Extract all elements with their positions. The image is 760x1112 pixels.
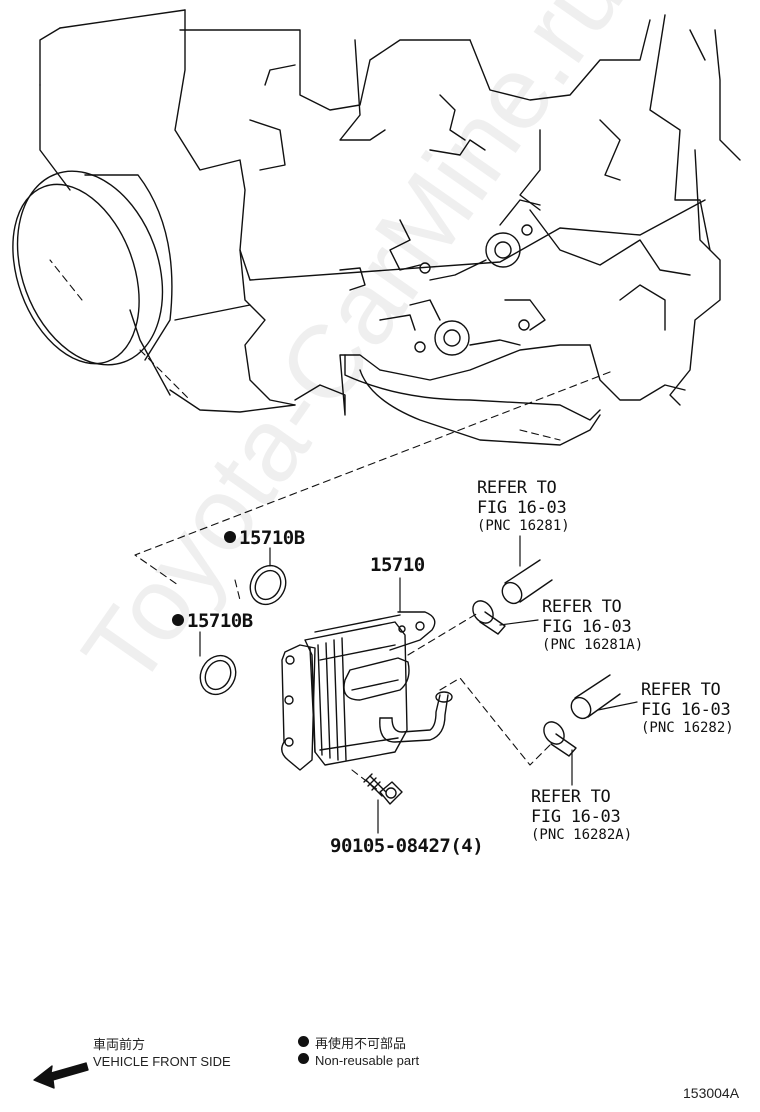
engine-block	[39, 9, 741, 446]
reference-line2: FIG 16-03	[542, 617, 632, 637]
gasket-lower	[199, 654, 237, 696]
reference-line1: REFER TO	[542, 597, 622, 617]
reference-pnc: (PNC 16281A)	[542, 637, 644, 653]
leader-lines	[199, 535, 638, 834]
nonreusable-dot	[298, 1053, 309, 1064]
nonreusable-legend-jp: 再使用不可部品	[298, 1033, 406, 1052]
part-label-gasket-upper: 15710B	[224, 527, 305, 549]
reference-line2: FIG 16-03	[477, 498, 567, 518]
front-direction-arrow	[33, 1062, 89, 1089]
direction-label-en: VEHICLE FRONT SIDE	[93, 1054, 231, 1069]
reference-callout: REFER TO FIG 16-03 (PNC 16282A)	[531, 787, 632, 843]
mounting-bosses	[409, 199, 541, 356]
hose-16281	[501, 559, 553, 605]
position-lines	[49, 259, 611, 791]
figure-id: 153004A	[683, 1085, 740, 1101]
direction-label-jp: 車両前方	[93, 1037, 146, 1052]
nonreusable-dot	[298, 1036, 309, 1047]
oil-cooler	[281, 611, 453, 771]
reference-line2: FIG 16-03	[531, 807, 621, 827]
reference-line2: FIG 16-03	[641, 700, 731, 720]
reference-pnc: (PNC 16281)	[477, 518, 570, 534]
nonreusable-legend-en: Non-reusable part	[298, 1053, 419, 1068]
reference-line1: REFER TO	[477, 478, 557, 498]
part-label-gasket-lower: 15710B	[172, 610, 253, 632]
reference-callout: REFER TO FIG 16-03 (PNC 16281)	[477, 478, 570, 534]
part-label-bolt: 90105-08427(4)	[330, 835, 484, 857]
bolt-90105	[363, 773, 403, 805]
reference-line1: REFER TO	[531, 787, 611, 807]
reference-pnc: (PNC 16282A)	[531, 827, 633, 843]
gasket-upper	[249, 564, 287, 606]
nonreusable-dot	[224, 531, 236, 543]
clamp-16281a	[472, 600, 506, 635]
reference-line1: REFER TO	[641, 680, 721, 700]
reference-callout: REFER TO FIG 16-03 (PNC 16282)	[641, 680, 734, 736]
reference-pnc: (PNC 16282)	[641, 720, 734, 736]
part-label-oil-cooler: 15710	[370, 554, 425, 576]
nonreusable-dot	[172, 614, 184, 626]
crank-pulley	[12, 170, 173, 366]
hose-16282	[570, 674, 621, 720]
reference-callout: REFER TO FIG 16-03 (PNC 16281A)	[542, 597, 643, 653]
